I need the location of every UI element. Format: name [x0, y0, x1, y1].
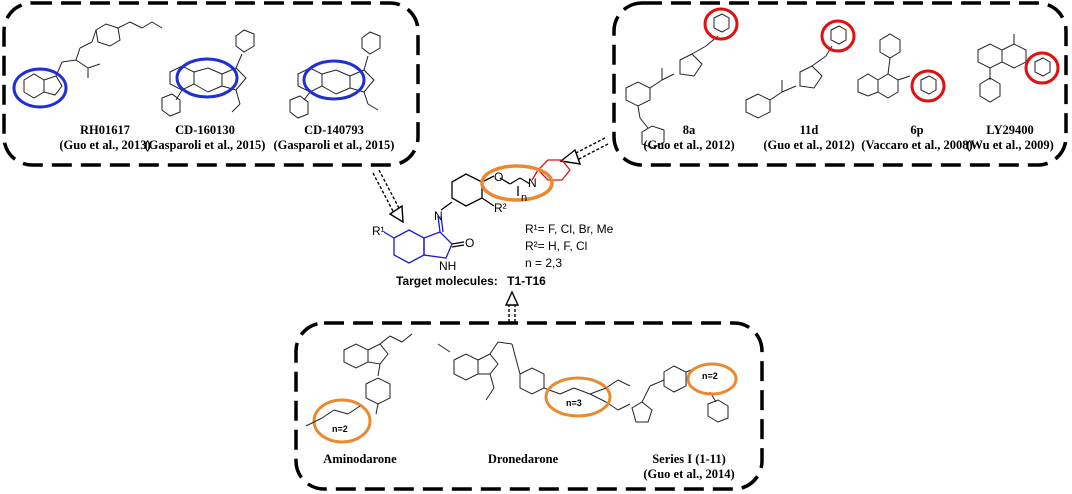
caption-rh01617: RH01617 (Guo et al., 2013)	[40, 123, 170, 153]
structure-rh01617	[23, 21, 163, 99]
compound-name-aminodarone: Aminodarone	[323, 452, 397, 466]
caption-cd140793: CD-140793 (Gasparoli et al., 2015)	[264, 123, 404, 153]
compound-name-11d: 11d	[799, 123, 819, 137]
n-label-dronedarone: n=3	[566, 398, 582, 408]
compound-ref-6p: (Vaccaro et al., 2008)	[861, 138, 973, 152]
compound-ref-cd160130: (Gasparoli et al., 2015)	[144, 138, 266, 152]
compound-name-dronedarone: Dronedarone	[487, 452, 559, 466]
atom-nh: NH	[439, 259, 457, 273]
atom-o-carbonyl: O	[465, 236, 475, 250]
atom-r2: R²	[494, 201, 507, 215]
red-ring-ly29400	[1024, 51, 1060, 85]
caption-aminodarone: Aminodarone	[305, 452, 415, 467]
target-molecules-label: Target molecules: T1-T16	[396, 274, 546, 288]
atom-n-amine: N	[528, 176, 537, 190]
structure-6p	[857, 33, 911, 99]
arrow-from-top-left	[372, 169, 404, 224]
caption-11d: 11d (Guo et al., 2012)	[744, 123, 874, 153]
red-ring-8a	[703, 7, 739, 41]
n-label-aminodarone: n=2	[332, 424, 348, 434]
orange-ring-series-i	[686, 362, 738, 396]
compound-name-ly29400: LY29400	[986, 123, 1034, 137]
atom-r1: R¹	[372, 224, 385, 238]
structure-aminodarone	[343, 333, 413, 415]
top-right-box	[612, 1, 1068, 167]
compound-name-cd140793: CD-140793	[304, 123, 364, 137]
r2-definition: R²= H, F, Cl	[525, 239, 588, 253]
compound-name-rh01617: RH01617	[80, 123, 130, 137]
compound-ref-8a: (Guo et al., 2012)	[643, 138, 735, 152]
arrow-from-top-right	[559, 137, 609, 165]
blue-ring-cd160130	[175, 57, 239, 99]
target-range: T1-T16	[507, 274, 546, 288]
compound-ref-rh01617: (Guo et al., 2013)	[59, 138, 151, 152]
compound-ref-11d: (Guo et al., 2012)	[763, 138, 855, 152]
red-ring-11d	[820, 19, 856, 53]
caption-8a: 8a (Guo et al., 2012)	[624, 123, 754, 153]
target-prefix: Target molecules:	[396, 274, 498, 288]
compound-name-series-i: Series I (1-11)	[652, 452, 726, 466]
atom-n-sub: n	[521, 192, 528, 204]
caption-6p: 6p (Vaccaro et al., 2008)	[852, 123, 982, 153]
orange-ring-dronedarone	[544, 376, 612, 418]
r1-definition: R¹= F, Cl, Br, Me	[525, 222, 614, 236]
caption-series-i: Series I (1-11) (Guo et al., 2014)	[624, 452, 754, 482]
n-definition: n = 2,3	[525, 256, 563, 270]
atom-n-imine: N	[434, 209, 443, 223]
compound-name-6p: 6p	[910, 123, 924, 137]
orange-ring-target	[480, 164, 554, 202]
arrow-from-bottom	[504, 290, 520, 322]
red-ring-6p	[910, 69, 946, 103]
compound-name-cd160130: CD-160130	[175, 123, 235, 137]
orange-ring-aminodarone	[312, 398, 372, 444]
structure-cd160130	[161, 29, 255, 117]
caption-dronedarone: Dronedarone	[468, 452, 578, 467]
structure-8a	[625, 35, 719, 149]
caption-ly29400: LY29400 (Wu et al., 2009)	[958, 123, 1062, 153]
target-molecule	[383, 159, 571, 264]
blue-ring-rh01617	[12, 67, 68, 109]
blue-ring-cd140793	[302, 59, 366, 101]
compound-ref-ly29400: (Wu et al., 2009)	[966, 138, 1054, 152]
structure-11d	[745, 45, 833, 119]
atom-o-ether: O	[494, 170, 504, 184]
structure-ly29400	[977, 34, 1027, 103]
bottom-box	[294, 321, 764, 491]
top-left-box	[2, 1, 420, 167]
n-label-series-i: n=2	[702, 371, 718, 381]
compound-ref-cd140793: (Gasparoli et al., 2015)	[273, 138, 395, 152]
caption-cd160130: CD-160130 (Gasparoli et al., 2015)	[140, 123, 270, 153]
compound-name-8a: 8a	[682, 123, 696, 137]
compound-ref-series-i: (Guo et al., 2014)	[643, 467, 735, 481]
